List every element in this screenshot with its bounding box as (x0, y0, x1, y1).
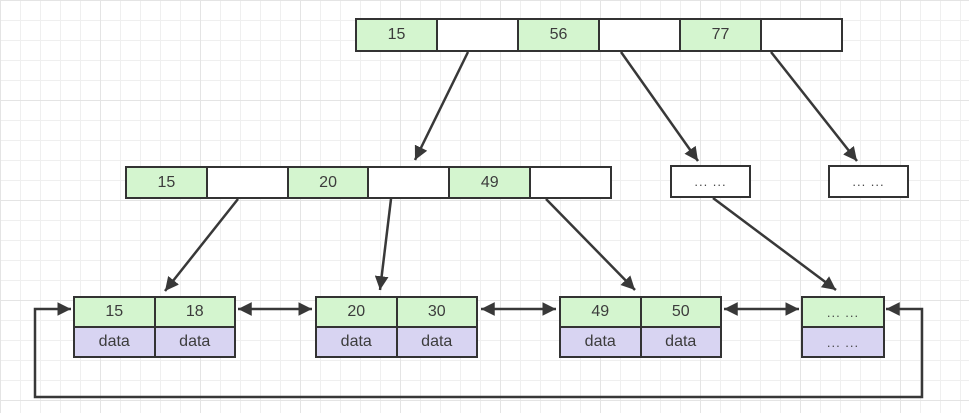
internal-key-cell: 20 (286, 168, 368, 197)
leaf-data-row: data data (75, 326, 234, 356)
leaf-data-cell: data (153, 328, 234, 356)
leaf-key-cell: 20 (317, 298, 396, 326)
edge-more1-to-leaf4 (712, 196, 837, 292)
leaf-data-cell: data (395, 328, 476, 356)
root-empty-cell (760, 20, 841, 50)
leaf-key-cell: 15 (75, 298, 154, 326)
edge-internal-to-leaf1 (164, 198, 239, 292)
edge-root-to-more2 (770, 51, 858, 162)
leaf-key-row: 49 50 (561, 298, 720, 326)
root-node: 15 56 77 (355, 18, 843, 52)
root-key-cell: 77 (679, 20, 760, 50)
leaf-key-cell: 50 (639, 298, 720, 326)
leaf-node-3: 49 50 data data (559, 296, 722, 358)
leaf-data-row: data data (317, 326, 476, 356)
ellipsis-label: ... ... (830, 167, 907, 196)
root-key-cell: 15 (357, 20, 436, 50)
internal-empty-cell (529, 168, 610, 197)
leaf-key-row: 15 18 (75, 298, 234, 326)
leaf-node-4: ... ... ... ... (801, 296, 885, 358)
leaf-node-1: 15 18 data data (73, 296, 236, 358)
internal-node: 15 20 49 (125, 166, 612, 199)
internal-empty-cell (205, 168, 287, 197)
leaf-data-cell: data (317, 328, 396, 356)
leaf-node-2: 20 30 data data (315, 296, 478, 358)
leaf-data-row: ... ... (803, 326, 883, 356)
root-empty-cell (436, 20, 517, 50)
root-key-cell: 56 (517, 20, 598, 50)
leaf-data-row: data data (561, 326, 720, 356)
internal-key-cell: 15 (127, 168, 206, 197)
leaf-key-cell: 30 (395, 298, 476, 326)
leaf-data-cell: ... ... (803, 328, 883, 356)
leaf-key-cell: ... ... (803, 298, 883, 326)
internal-empty-cell (367, 168, 449, 197)
root-empty-cell (598, 20, 679, 50)
internal-more-node-1: ... ... (670, 165, 751, 198)
leaf-key-cell: 18 (153, 298, 234, 326)
edge-root-to-more1 (619, 51, 700, 162)
leaf-key-row: 20 30 (317, 298, 476, 326)
edge-root-to-internal (413, 51, 470, 161)
leaf-data-cell: data (561, 328, 640, 356)
edge-internal-to-leaf3 (545, 198, 636, 291)
internal-more-node-2: ... ... (828, 165, 909, 198)
ellipsis-label: ... ... (672, 167, 749, 196)
leaf-data-cell: data (639, 328, 720, 356)
leaf-data-cell: data (75, 328, 154, 356)
edge-internal-to-leaf2 (374, 198, 393, 291)
internal-key-cell: 49 (448, 168, 530, 197)
leaf-key-row: ... ... (803, 298, 883, 326)
leaf-key-cell: 49 (561, 298, 640, 326)
